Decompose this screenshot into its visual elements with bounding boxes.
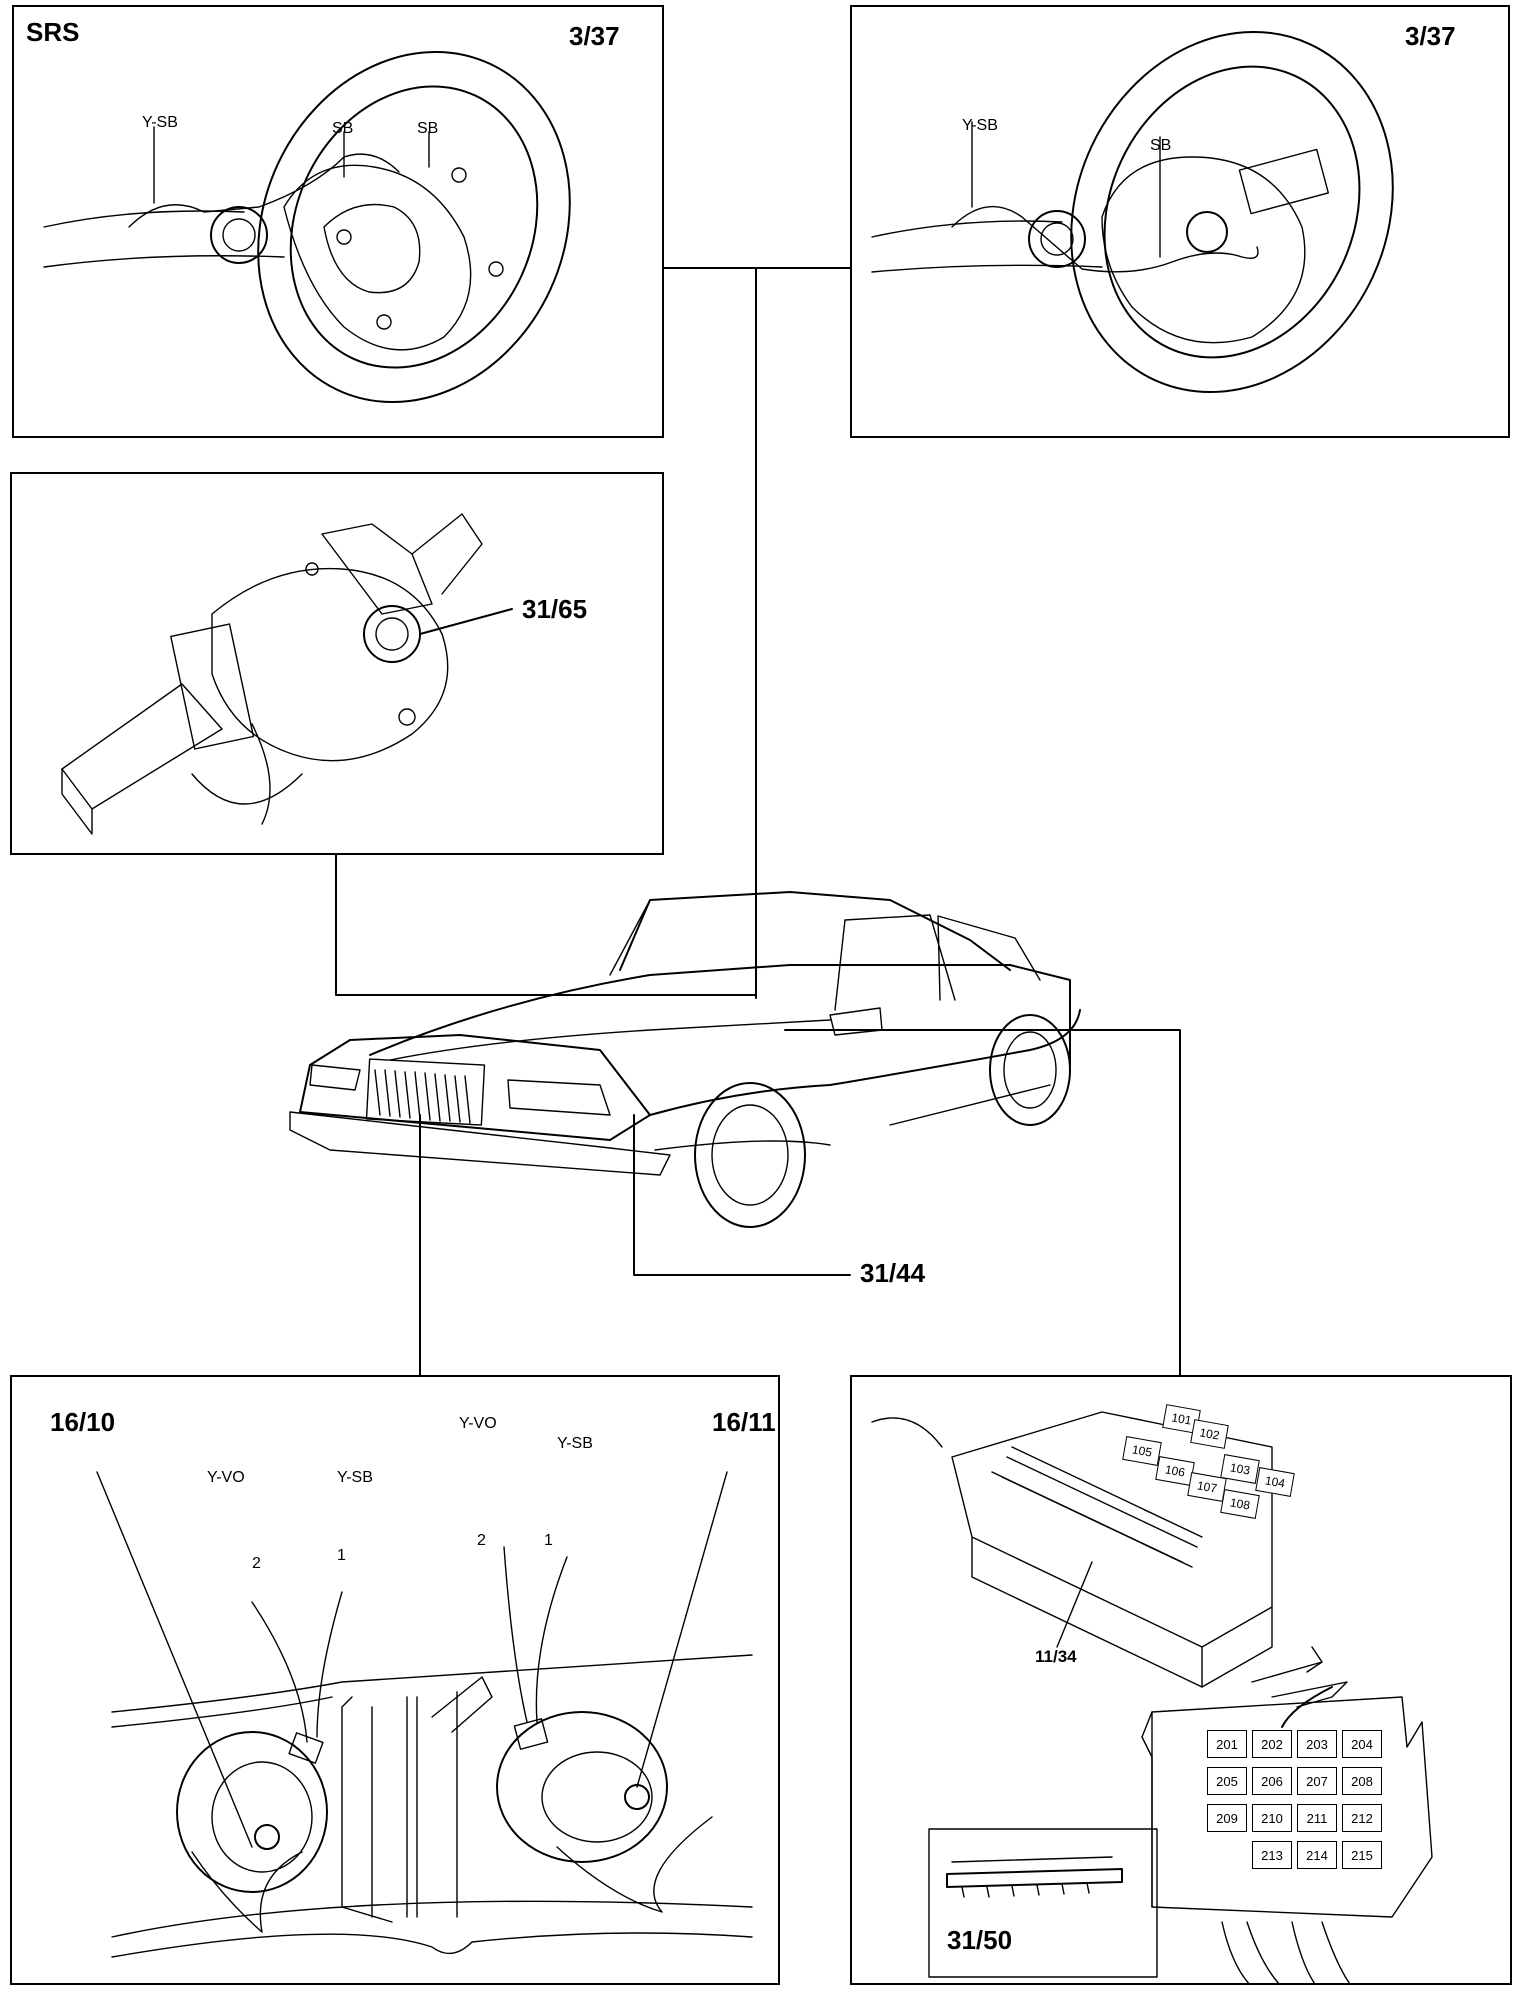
right-horn-pin-1: 1	[544, 1532, 553, 1549]
fuse-slot-215: 215	[1342, 1841, 1382, 1869]
left-horn-pin-2: 2	[252, 1555, 261, 1572]
fuse-slot-207: 207	[1297, 1767, 1337, 1795]
car-ref-label: 31/44	[860, 1258, 926, 1288]
fuse-slot-201: 201	[1207, 1730, 1247, 1758]
column-switch-ref-label: 31/65	[522, 594, 588, 624]
wire-label-sb-2: SB	[417, 120, 439, 137]
right-horn-ref-label: 16/11	[712, 1407, 776, 1437]
right-horn-wire-y-sb: Y-SB	[557, 1435, 593, 1452]
relay-box-drawing	[871, 1411, 1433, 1983]
fuse-slot-208: 208	[1342, 1767, 1382, 1795]
wire-label-sb-1: SB	[332, 120, 354, 137]
fuse-slot-202: 202	[1252, 1730, 1292, 1758]
left-horn-pin-1: 1	[337, 1547, 346, 1564]
wire-label-sb: SB	[1150, 137, 1172, 154]
fuse-slot-205: 205	[1207, 1767, 1247, 1795]
left-horn-ref-label: 16/10	[50, 1407, 116, 1437]
horns-panel: 16/10 16/11 Y-VO Y-SB Y-VO Y-SB 2 1 2 1	[10, 1375, 780, 1985]
relay-box-panel: 101 102 103 104 105 106 107 108 11/34 20…	[850, 1375, 1512, 1985]
system-label-srs: SRS	[26, 17, 80, 47]
steering-wheel-variant-panel: 3/37 Y-SB SB	[850, 5, 1510, 438]
srs-steering-wheel-panel: SRS 3/37 Y-SB SB SB	[12, 5, 664, 438]
steering-wheel-ref-label: 3/37	[569, 21, 620, 51]
fuse-slot-206: 206	[1252, 1767, 1292, 1795]
horns-drawing	[96, 1471, 753, 1958]
steering-column-switch-drawing	[61, 513, 513, 835]
right-horn-pin-2: 2	[477, 1532, 486, 1549]
connector-ref-label: 31/50	[947, 1925, 1013, 1955]
steering-wheel-variant-ref-label: 3/37	[1405, 21, 1456, 51]
steering-column-switch-panel: 31/65	[10, 472, 664, 855]
right-horn-wire-y-vo: Y-VO	[459, 1415, 497, 1432]
fuse-slot-212: 212	[1342, 1804, 1382, 1832]
steering-wheel-variant-drawing	[871, 30, 1394, 394]
fuse-slot-204: 204	[1342, 1730, 1382, 1758]
wire-label-y-sb: Y-SB	[142, 114, 178, 131]
left-horn-wire-y-vo: Y-VO	[207, 1469, 245, 1486]
car-illustration	[289, 891, 1081, 1228]
fuse-slot-209: 209	[1207, 1804, 1247, 1832]
fuse-slot-213: 213	[1252, 1841, 1292, 1869]
steering-wheel-airbag-drawing	[43, 50, 571, 404]
relay-ref-label: 11/34	[1035, 1647, 1077, 1666]
fuse-slot-214: 214	[1297, 1841, 1337, 1869]
left-horn-wire-y-sb: Y-SB	[337, 1469, 373, 1486]
fuse-slot-211: 211	[1297, 1804, 1337, 1832]
fuse-slot-210: 210	[1252, 1804, 1292, 1832]
fuse-slot-203: 203	[1297, 1730, 1337, 1758]
wire-label-y-sb: Y-SB	[962, 117, 998, 134]
